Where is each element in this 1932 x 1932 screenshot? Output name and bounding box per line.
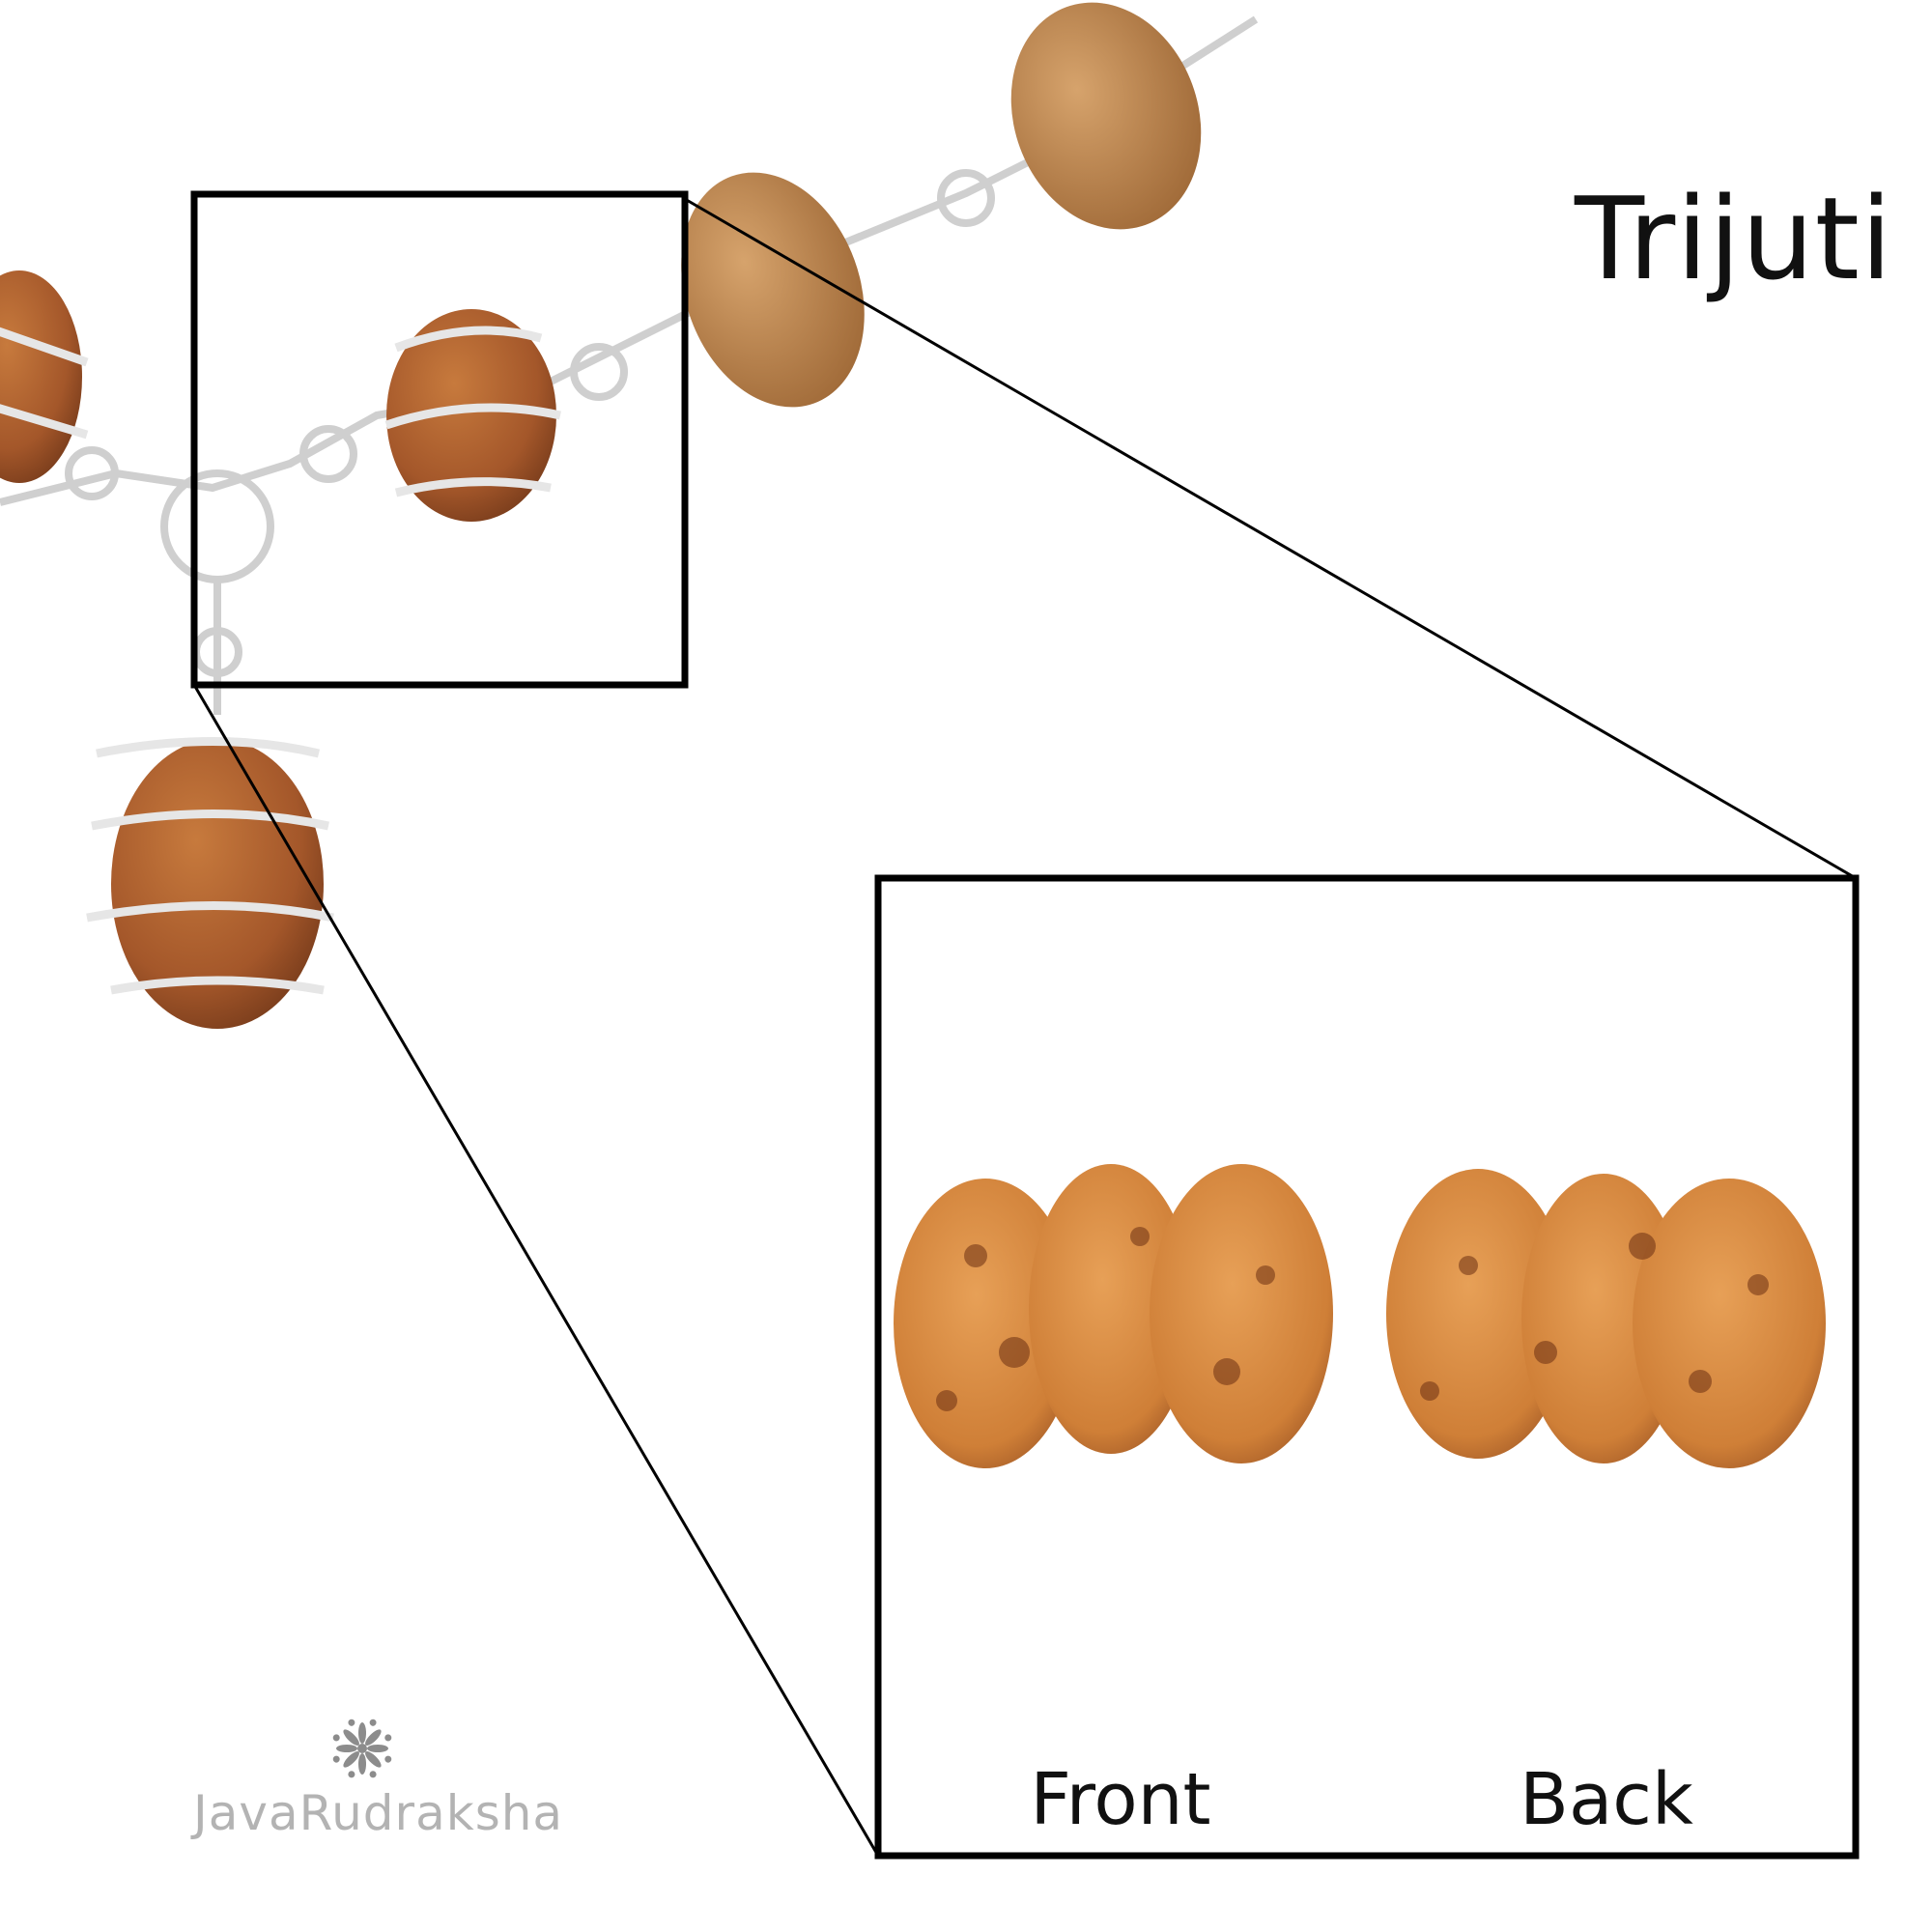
brand-watermark: JavaRudraksha (193, 1785, 564, 1841)
zoom-source-frame (190, 190, 689, 689)
bead (681, 172, 865, 408)
bead (386, 309, 556, 522)
bead-front-image (894, 1164, 1333, 1468)
bead (0, 270, 82, 483)
flower-logo-icon (332, 1719, 392, 1778)
silver-cage (0, 326, 561, 995)
page-title: Trijuti (1575, 172, 1893, 305)
back-label: Back (1520, 1758, 1693, 1841)
bead-back-image (1386, 1169, 1826, 1468)
bead (1010, 2, 1202, 230)
bead (111, 739, 324, 1029)
front-label: Front (1030, 1758, 1211, 1841)
